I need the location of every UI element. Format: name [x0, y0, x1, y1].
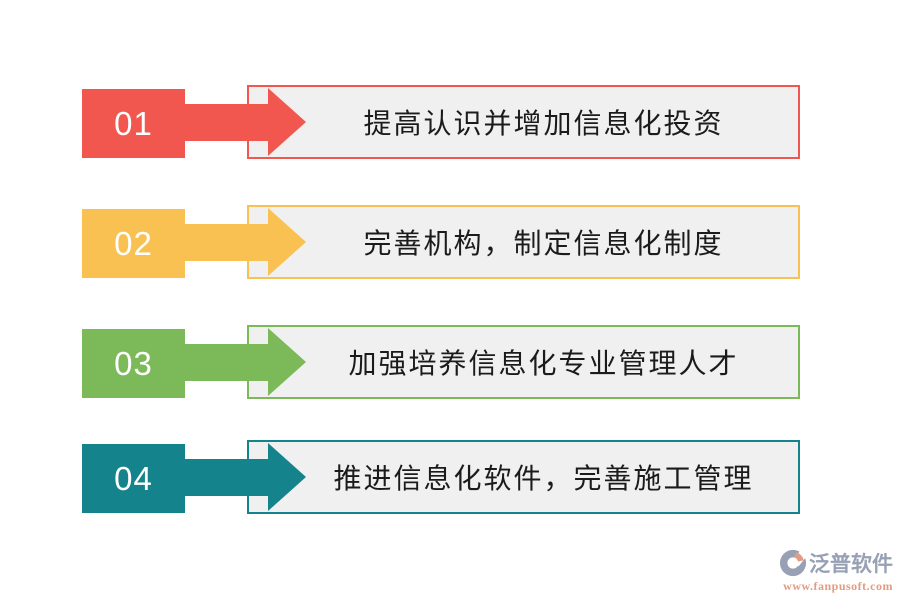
step-number-badge: 02 — [82, 209, 185, 278]
step-number: 02 — [114, 224, 153, 262]
step-text-box: 提高认识并增加信息化投资 — [247, 85, 800, 159]
step-number-badge: 04 — [82, 444, 185, 513]
step-number: 03 — [114, 344, 153, 382]
step-row-4: 推进信息化软件，完善施工管理 04 — [0, 440, 900, 514]
fanpu-swirl-icon — [779, 549, 807, 577]
brand-url: www.fanpusoft.com — [783, 579, 893, 593]
step-number-badge: 01 — [82, 89, 185, 158]
brand-name: 泛普软件 — [809, 552, 893, 576]
footer-logo-top: 泛普软件 — [748, 548, 893, 578]
step-label: 完善机构，制定信息化制度 — [363, 229, 724, 260]
step-row-1: 提高认识并增加信息化投资 01 — [0, 85, 900, 159]
step-row-2: 完善机构，制定信息化制度 02 — [0, 205, 900, 279]
step-row-3: 加强培养信息化专业管理人才 03 — [0, 325, 900, 399]
step-text-box: 完善机构，制定信息化制度 — [247, 205, 800, 279]
step-number-badge: 03 — [82, 329, 185, 398]
arrow-shaft — [184, 344, 272, 381]
step-label: 加强培养信息化专业管理人才 — [348, 349, 739, 380]
arrow-shaft — [184, 224, 272, 261]
step-label: 提高认识并增加信息化投资 — [363, 109, 724, 140]
step-text-box: 加强培养信息化专业管理人才 — [247, 325, 800, 399]
step-number: 01 — [114, 104, 153, 142]
arrow-shaft — [184, 459, 272, 496]
step-label: 推进信息化软件，完善施工管理 — [333, 464, 754, 495]
arrow-shaft — [184, 104, 272, 141]
step-text-box: 推进信息化软件，完善施工管理 — [247, 440, 800, 514]
step-number: 04 — [114, 459, 153, 497]
footer-logo: 泛普软件 www.fanpusoft.com — [748, 548, 893, 594]
